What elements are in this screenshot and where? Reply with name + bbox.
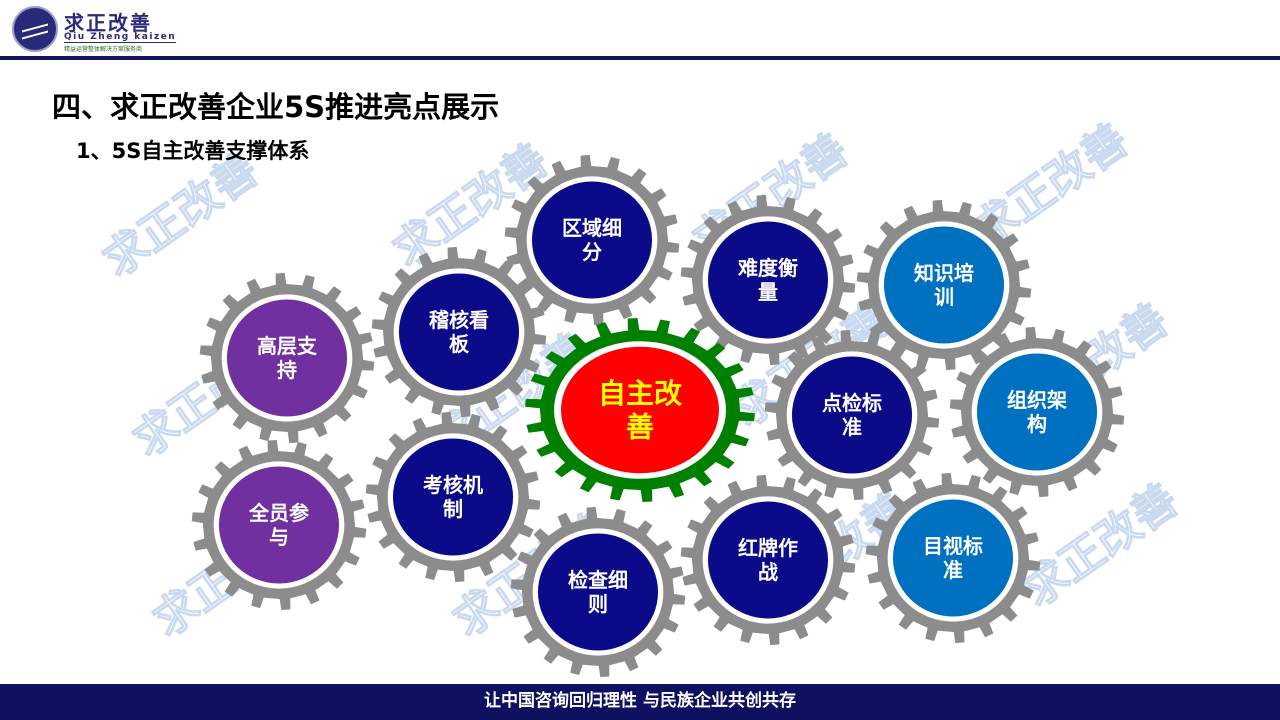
gear-label: 知识培: [914, 261, 974, 285]
gear-core: [561, 346, 719, 474]
gear-core: [976, 353, 1098, 471]
gear-core: [707, 501, 829, 619]
footer-slogan: 让中国咨询回归理性 与民族企业共创共存: [0, 684, 1280, 720]
gear-core: [226, 299, 348, 417]
gear-label: 准: [943, 558, 963, 582]
gear-core: [537, 533, 659, 651]
gear-label: 战: [758, 560, 778, 584]
gear-core: [392, 438, 514, 556]
gear-label: 点检标: [822, 391, 882, 415]
section-subtitle: 1、5S自主改善支撑体系: [76, 139, 310, 163]
gear-label: 区域细: [562, 216, 622, 240]
gear-label: 高层支: [257, 334, 318, 358]
header-divider: [0, 56, 1280, 60]
gear-label: 训: [934, 285, 954, 309]
logo-subtitle: Qiu Zheng kaizen: [64, 32, 177, 43]
gear-label: 全员参: [248, 501, 309, 525]
logo-emblem-icon: [12, 6, 58, 52]
gear-label: 难度衡: [737, 256, 798, 280]
gear-core: [398, 273, 520, 391]
gear-core: [218, 466, 340, 584]
gear-label: 准: [842, 415, 862, 439]
gear-core: [707, 221, 829, 339]
gear-label: 则: [588, 592, 608, 616]
logo-tagline: 精益运营整体解决方案服务商: [64, 46, 143, 53]
gear-label: 自主改: [598, 377, 682, 410]
gear-label: 板: [449, 332, 470, 356]
gear-label: 量: [758, 280, 778, 304]
gear-label: 考核机: [423, 473, 483, 497]
gear-core: [883, 226, 1005, 344]
logo-title: 求正改善: [64, 11, 152, 35]
gear-label: 组织架: [1007, 388, 1067, 412]
gear-core: [531, 181, 653, 299]
page-title: 四、求正改善企业5S推进亮点展示: [52, 90, 500, 124]
gear-label: 善: [626, 411, 654, 444]
gear-center: 自主改善: [525, 318, 755, 502]
gear-label: 制: [443, 497, 463, 521]
gear-label: 检查细: [568, 568, 628, 592]
gear-label: 稽核看: [429, 308, 489, 332]
gear-label: 目视标: [923, 534, 983, 558]
gear-core: [892, 499, 1014, 617]
company-logo: 求正改善 Qiu Zheng kaizen 精益运营整体解决方案服务商: [12, 6, 192, 53]
gear-label: 构: [1027, 412, 1047, 436]
gear-label: 持: [277, 358, 297, 382]
gear-label: 与: [269, 525, 289, 549]
gear-label: 分: [582, 240, 602, 264]
gear-label: 红牌作: [738, 536, 798, 560]
gear-core: [791, 356, 913, 474]
